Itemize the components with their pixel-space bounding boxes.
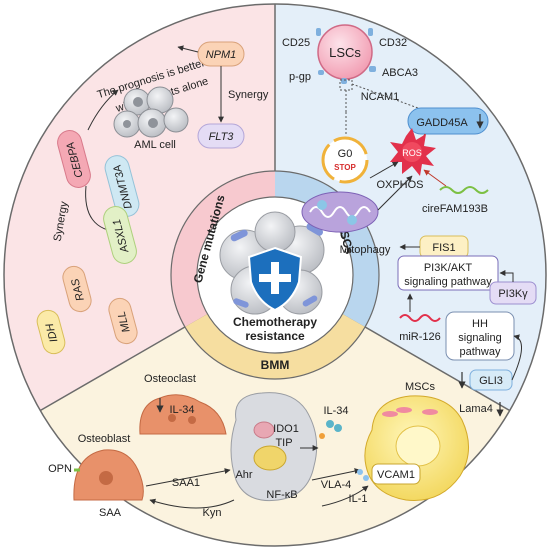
aml-cell-cluster [113,86,189,138]
outer-ring [3,3,547,547]
pill-icon [302,295,318,307]
mitochondrion-icon [301,191,379,233]
ros-label: ROS [402,148,422,158]
lscs-cell-label: LSCs [329,45,361,60]
pi3k-akt-box [397,255,499,291]
mir126-label: miR-126 [399,331,441,343]
aml-cell-bmm [230,392,318,502]
g0-cycle [321,136,369,184]
pill-icon [230,229,248,242]
kyn-label: Kyn [203,507,222,519]
il1-label: IL-1 [349,493,368,505]
shield-icon [247,246,303,312]
ras-label: RAS [69,277,87,303]
ncam1-label: NCAM1 [361,91,400,103]
cytokine-icon [319,420,342,439]
gli3-label: GLI3 [479,375,503,387]
bmm-panel: Osteoclast IL-34 Osteoblast OPN SAA SAA1… [48,373,504,519]
vla4-label: VLA-4 [321,479,352,491]
organelle-icon [382,407,438,417]
pi3k-akt-line2: signaling pathway [404,276,492,288]
g0-label: G0 [338,148,353,160]
idh-pill [36,309,66,355]
synergy-right-label: Synergy [228,89,269,101]
pill-icon [233,298,249,308]
mll-label: MLL [116,310,133,334]
mll-pill [108,297,138,345]
center-title-line1: Chemotherapy [233,315,317,329]
flt3-label: FLT3 [209,131,235,143]
asxl1-pill [103,206,137,264]
flt3-pill [197,123,245,149]
gadd45a-pill [407,107,489,135]
adhesion-icon [357,469,369,481]
ido1-label: IDO1 [273,423,299,435]
pill-icon [306,223,324,236]
npm1-label: NPM1 [206,49,237,61]
cd32-label: CD32 [379,37,407,49]
osteoblast-label: Osteoblast [78,433,131,445]
cebpa-pill [57,130,91,188]
il34-left-label: IL-34 [169,404,194,416]
osteoclast-cell [139,394,227,435]
lscs-panel: LSCs CD25 CD32 ABCA3 p-gp NCAM1 GADD45A … [282,24,537,391]
ahr-label: Ahr [235,469,252,481]
abca3-label: ABCA3 [382,67,418,79]
circ-label: cireFAM193B [422,203,488,215]
ras-pill [62,265,92,313]
saa1-label: SAA1 [172,477,200,489]
osteoclast-label: Osteoclast [144,373,196,385]
gadd45a-label: GADD45A [416,117,468,129]
cd25-label: CD25 [282,37,310,49]
ring-label-bmm: BMM [261,358,290,372]
ros-icon [390,128,436,176]
lama4-label: Lama4 [459,403,493,415]
idh-label: IDH [44,322,61,343]
pgp-label: p-gp [289,71,311,83]
saa-label: SAA [99,507,122,519]
fis1-label: FIS1 [432,242,455,254]
hh-line1: HH [472,318,488,330]
nfkb-label: NF-κB [266,489,297,501]
mirna-icon [399,314,441,322]
hh-line2: signaling [458,332,501,344]
mscs-label: MSCs [405,381,435,393]
pi3k-akt-line1: PI3K/AKT [424,262,473,274]
aml-cell-label: AML cell [134,139,176,151]
mitophagy-label: Mitophagy [340,244,391,256]
tip-label: TIP [275,437,292,449]
vcam1-pill [371,463,421,485]
opn-label: OPN [48,463,72,475]
oxphos-label: OXPHOS [376,179,423,191]
il34-right-label: IL-34 [323,405,348,417]
stop-label: STOP [334,163,356,172]
dnmt3a-pill [104,155,140,217]
pi3ky-label: PI3Kγ [498,288,528,300]
vcam1-label: VCAM1 [377,469,415,481]
circrna-icon [439,186,489,194]
center-title-line2: resistance [245,329,305,343]
hh-line3: pathway [460,346,501,358]
